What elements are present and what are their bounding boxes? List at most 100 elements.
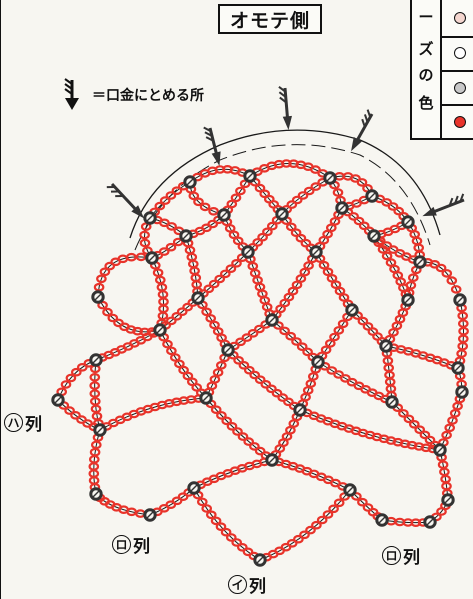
red-bead [447,416,458,425]
dark-bead-hole [378,516,386,524]
thread-line [249,175,283,215]
red-bead [444,423,455,433]
red-bead [266,221,278,231]
clasp-arrows [106,85,465,219]
red-bead [296,342,308,352]
dark-bead-hole [148,254,156,262]
dark-bead-hole [314,358,322,366]
row-label-ro-left-suffix: 列 [133,537,150,557]
dark-bead-hole [388,398,396,406]
dark-bead-hole [444,496,452,504]
clasp-arrow-feather [278,91,287,98]
dark-bead-hole [416,258,424,266]
red-bead [77,362,88,372]
red-bead [171,496,183,506]
red-bead [436,507,447,516]
red-bead [238,360,250,370]
dark-bead-hole [156,326,164,334]
red-bead [381,251,393,261]
title-text: オモテ側 [229,9,310,32]
dark-bead-hole [182,232,190,240]
red-bead [221,416,232,426]
dark-bead-hole [194,294,202,302]
red-bead [197,497,208,507]
red-bead [357,316,369,326]
clasp-arrow-feather [459,193,465,202]
red-bead [166,316,177,326]
red-bead [295,233,307,243]
clasp-arrowhead [422,206,437,217]
red-bead [403,414,415,424]
red-bead [457,319,469,328]
red-bead [441,430,452,440]
red-bead [166,222,177,231]
swatch-red [454,116,466,128]
thread-line [271,319,319,363]
legend-row-line [440,36,473,38]
row-label-ro-right-char: ロ [382,546,401,565]
red-bead [170,353,181,362]
red-bead [210,405,222,415]
red-bead [310,182,322,191]
red-bead [328,504,339,514]
red-bead [60,380,72,389]
clasp-arrow-feather [205,136,214,142]
red-bead [332,188,344,197]
thread-line [247,213,283,253]
row-label-i-char: イ [228,575,247,594]
dark-bead-hole [268,316,276,324]
red-bead [174,359,185,369]
dark-bead-hole [54,396,62,404]
dark-bead-hole [382,342,390,350]
legend-divider [440,0,442,138]
red-bead [171,186,183,196]
clasp-arrowhead [211,151,221,166]
red-bead [333,326,345,335]
dark-bead-hole [346,486,354,494]
red-bead [205,314,216,323]
dark-bead-hole [296,406,304,414]
red-bead [241,333,253,342]
red-bead [159,218,170,228]
red-bead [295,274,307,283]
clasp-arrowhead [351,137,362,152]
dark-bead-hole [404,218,412,226]
red-bead [299,267,311,277]
red-bead [260,379,272,389]
red-bead [353,216,365,226]
red-bead [356,178,368,187]
thread-line [439,391,463,451]
clasp-wire [129,129,441,239]
red-bead [325,223,337,233]
red-bead [351,492,362,501]
row-label-ro-right: ロ 列 [382,543,420,568]
legend-header-char: の [418,66,434,84]
red-bead [408,419,420,429]
red-bead [287,286,299,296]
red-bead [247,328,259,338]
row-label-ha-suffix: 列 [25,415,42,435]
note-text: 口金にとめる所 [106,88,204,104]
red-bead [224,224,236,233]
red-bead [334,286,346,296]
red-bead [99,267,111,277]
red-bead [89,389,101,398]
legend-header-char: 色 [418,94,434,112]
red-bead [188,191,200,201]
red-bead [324,339,336,348]
dark-bead-hole [456,296,464,304]
dark-bead-hole [94,293,102,301]
red-bead [159,196,171,205]
red-bead [237,432,249,441]
red-bead [348,212,359,221]
red-bead [176,307,188,317]
red-bead [201,307,212,317]
dark-bead-hole [368,192,376,200]
red-bead [208,279,220,289]
red-bead [281,159,292,168]
legend-header-char: ー [418,8,434,26]
red-bead [254,446,266,456]
bead-layer [51,159,469,567]
